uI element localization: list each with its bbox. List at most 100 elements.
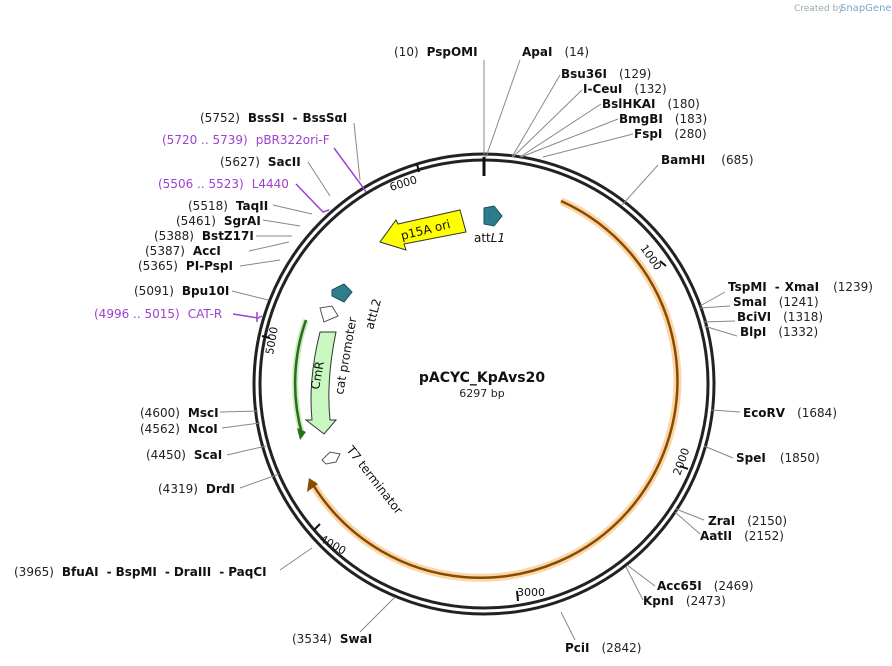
primer-l4440: (5506 .. 5523)L4440 bbox=[158, 177, 289, 191]
site-scai: (4450)ScaI bbox=[146, 448, 222, 462]
cmr-arc-arrowhead bbox=[297, 428, 306, 440]
site-blpi: BlpI(1332) bbox=[740, 325, 818, 339]
cmr-label: CmR bbox=[308, 360, 327, 390]
site-bamhi: BamHI(685) bbox=[661, 153, 754, 167]
leader-bslhkai bbox=[519, 103, 602, 158]
site-zrai: ZraI(2150) bbox=[708, 514, 787, 528]
snapgene-credit: Created by SnapGene bbox=[794, 3, 892, 14]
t7-terminator-label: T7 terminator bbox=[343, 442, 406, 517]
leader-ecorv bbox=[710, 409, 741, 413]
leader-taqii bbox=[272, 204, 313, 215]
leader-pcii bbox=[560, 611, 576, 641]
primer-lines bbox=[232, 147, 367, 322]
attl2-label: attL2 bbox=[362, 297, 384, 331]
tick-label-3000: 3000 bbox=[517, 586, 545, 599]
site-fspi: FspI(280) bbox=[634, 127, 707, 141]
leader-bsu36i bbox=[511, 74, 561, 158]
site-bslhkai: BslHKAI(180) bbox=[602, 97, 700, 111]
t7-terminator-feature: T7 terminator bbox=[321, 442, 406, 517]
primer-labels: (5720 .. 5739)pBR322ori-F (5506 .. 5523)… bbox=[94, 133, 330, 321]
orange-arc-arrowhead bbox=[307, 478, 318, 492]
primer-cat-r: (4996 .. 5015)CAT-R bbox=[94, 307, 222, 321]
leader-blpi bbox=[703, 325, 738, 337]
site-bcivi: BciVI(1318) bbox=[737, 310, 823, 324]
site-sacii: (5627)SacII bbox=[220, 155, 301, 169]
leader-iceui bbox=[512, 89, 583, 158]
site-pcii: PciI(2842) bbox=[565, 641, 641, 655]
leader-cat-r bbox=[232, 312, 263, 322]
orange-feature-arc bbox=[307, 197, 682, 582]
leader-aatii bbox=[674, 511, 701, 535]
site-taqii: (5518)TaqII bbox=[188, 199, 268, 213]
orange-arc-line bbox=[310, 199, 679, 579]
site-bstz17i: (5388)BstZ17I bbox=[154, 229, 254, 243]
site-msci: (4600)MscI bbox=[140, 406, 219, 420]
leader-l4440 bbox=[295, 183, 330, 213]
site-bmgbi: BmgBI(183) bbox=[619, 112, 707, 126]
leader-kpni bbox=[625, 566, 644, 601]
cmr-feature: CmR cat promoter bbox=[304, 316, 360, 435]
site-bsssi-group: (5752)BssSI-BssSαI bbox=[200, 111, 347, 125]
leader-msci bbox=[219, 410, 259, 413]
leader-lines bbox=[219, 59, 741, 641]
tick-label-6000: 6000 bbox=[388, 173, 419, 194]
site-bpu10i: (5091)Bpu10I bbox=[134, 284, 229, 298]
site-ncoi: (4562)NcoI bbox=[140, 422, 218, 436]
attl2-arrow bbox=[331, 283, 353, 303]
tick-mark-5000 bbox=[261, 335, 271, 339]
p15a-ori-feature: p15A ori bbox=[379, 209, 467, 251]
leader-acci bbox=[248, 241, 290, 252]
attl1-feature: attL1 bbox=[474, 205, 505, 245]
cmr-block bbox=[304, 331, 338, 435]
attl1-arrow bbox=[483, 205, 503, 227]
tick-mark-4000 bbox=[313, 523, 321, 531]
plasmid-name: pACYC_KpAvs20 bbox=[419, 370, 545, 386]
tick-label-5000: 5000 bbox=[263, 326, 281, 356]
cat-promoter-label: cat promoter bbox=[332, 316, 359, 395]
leader-swai bbox=[359, 596, 396, 633]
credit-prefix: Created by bbox=[794, 4, 844, 14]
cmr-arc-line bbox=[293, 319, 308, 435]
site-spei: SpeI(1850) bbox=[736, 451, 820, 465]
site-ecorv: EcoRV(1684) bbox=[743, 406, 837, 420]
plasmid-length: 6297 bp bbox=[459, 387, 504, 400]
site-acci: (5387)AccI bbox=[145, 244, 221, 258]
leader-smai bbox=[699, 305, 731, 309]
leader-bfuai bbox=[279, 547, 313, 571]
site-acc65i: Acc65I(2469) bbox=[657, 579, 754, 593]
cat-promoter-arrow bbox=[319, 305, 339, 323]
tick-mark-2000 bbox=[679, 465, 689, 470]
tick-mark-1000 bbox=[659, 260, 667, 267]
tick-label-4000: 4000 bbox=[318, 532, 349, 557]
tick-mark-6000 bbox=[416, 163, 420, 173]
site-swai: (3534)SwaI bbox=[292, 632, 372, 646]
leader-pi-pspi bbox=[239, 259, 281, 267]
leader-bmgbi bbox=[520, 118, 619, 158]
site-iceui: I-CeuI(132) bbox=[583, 82, 667, 96]
site-labels: (10)PspOMI ApaI(14) Bsu36I(129) I-CeuI(1… bbox=[14, 45, 873, 655]
site-bfuai-group: (3965)BfuAI-BspMI-DraIII-PaqCI bbox=[14, 565, 267, 579]
site-smai: SmaI(1241) bbox=[733, 295, 819, 309]
primer-pbr322ori-f: (5720 .. 5739)pBR322ori-F bbox=[162, 133, 330, 147]
leader-ncoi bbox=[221, 422, 261, 429]
leader-pbr322ori-f bbox=[333, 147, 367, 193]
t7-terminator-arrow bbox=[321, 451, 341, 465]
cmr-arc bbox=[292, 319, 309, 440]
site-apai: ApaI(14) bbox=[522, 45, 589, 59]
site-drdi: (4319)DrdI bbox=[158, 482, 235, 496]
site-aatii: AatII(2152) bbox=[700, 529, 784, 543]
p15a-ori-arrow bbox=[379, 209, 467, 251]
attl1-label: attL1 bbox=[474, 231, 505, 245]
tick-mark-3000 bbox=[516, 590, 519, 602]
leader-zrai bbox=[675, 508, 705, 521]
credit-brand: SnapGene bbox=[840, 3, 892, 14]
site-pi-pspi: (5365)PI-PspI bbox=[138, 259, 233, 273]
leader-bamhi bbox=[621, 164, 659, 206]
leader-fspi bbox=[542, 133, 634, 158]
leader-bsssi bbox=[353, 122, 361, 181]
site-bsu36i: Bsu36I(129) bbox=[561, 67, 651, 81]
leader-acc65i bbox=[626, 564, 656, 587]
leader-spei bbox=[703, 445, 734, 459]
